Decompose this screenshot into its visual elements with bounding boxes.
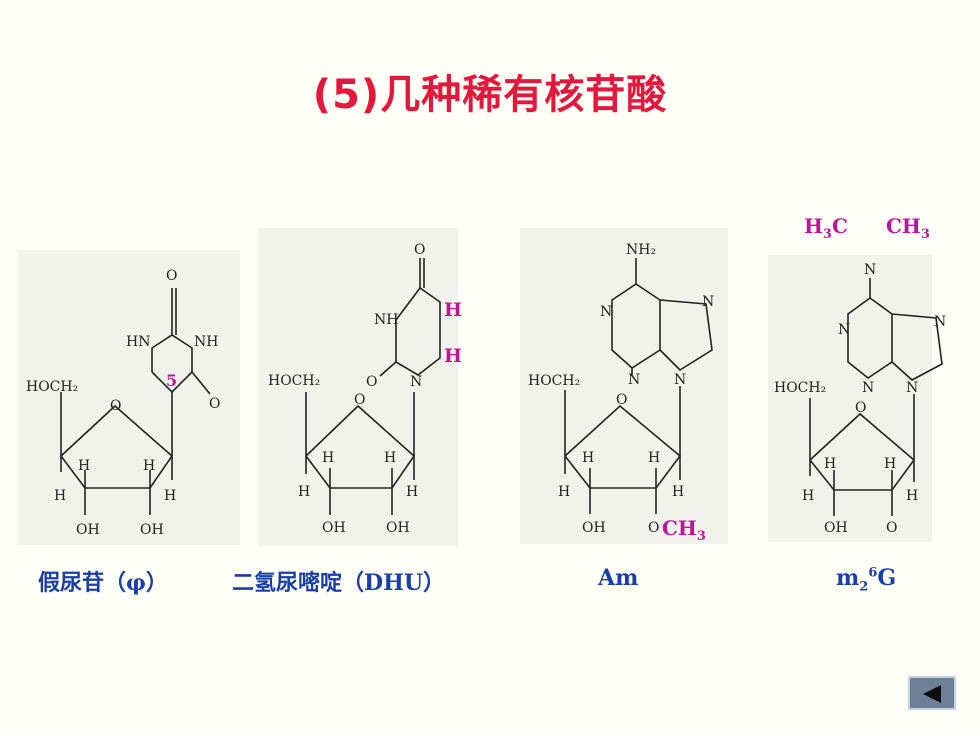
h3c-label: H3C: [804, 214, 848, 242]
svg-text:H: H: [802, 488, 814, 504]
ch3-label: CH3: [886, 214, 930, 242]
ribose-2: [305, 392, 416, 515]
ribose-1: [60, 392, 174, 515]
m26g-g: G: [877, 565, 897, 591]
structure-am: [520, 228, 728, 544]
svg-text:O: O: [354, 392, 365, 408]
svg-text:NH: NH: [194, 334, 218, 350]
svg-text:H: H: [406, 484, 418, 500]
svg-text:N: N: [628, 372, 640, 388]
svg-text:H: H: [444, 345, 462, 367]
svg-text:HOCH₂: HOCH₂: [268, 373, 320, 389]
svg-text:N: N: [410, 374, 422, 390]
svg-text:O: O: [209, 396, 220, 412]
svg-text:O: O: [886, 520, 897, 536]
svg-text:H: H: [54, 488, 66, 504]
svg-text:H: H: [164, 488, 176, 504]
label-m26g: m26G: [836, 565, 896, 594]
svg-text:NH₂: NH₂: [626, 242, 656, 258]
svg-text:N: N: [600, 304, 612, 320]
svg-text:H: H: [648, 450, 660, 466]
ribose-4: [809, 394, 916, 516]
svg-text:H: H: [143, 458, 155, 474]
svg-text:NH: NH: [374, 312, 398, 328]
svg-text:H: H: [558, 484, 570, 500]
ribose-3: [564, 386, 682, 514]
svg-text:OH: OH: [824, 520, 848, 536]
m26g-m: m: [836, 565, 860, 591]
page-title: (5)几种稀有核苷酸: [312, 72, 668, 118]
svg-text:5: 5: [166, 371, 177, 390]
svg-text:OH: OH: [322, 520, 346, 536]
m26g-sup: 6: [868, 565, 878, 581]
methoxy-text: CH3: [662, 516, 706, 544]
uracil-ring: [151, 288, 211, 400]
back-button[interactable]: [908, 676, 956, 710]
dihydrouracil-ring: [379, 258, 441, 377]
svg-text:OH: OH: [582, 520, 606, 536]
purine-ring: [847, 278, 943, 381]
svg-text:N: N: [934, 314, 946, 330]
svg-text:H: H: [444, 299, 462, 321]
svg-text:O: O: [414, 242, 425, 258]
structure-m26g: [768, 255, 932, 542]
svg-text:H: H: [884, 456, 896, 472]
adenine-ring: [611, 258, 713, 376]
svg-text:O: O: [855, 400, 866, 416]
svg-text:H: H: [906, 488, 918, 504]
svg-text:N: N: [838, 322, 850, 338]
svg-text:O: O: [648, 520, 659, 536]
svg-text:H: H: [672, 484, 684, 500]
svg-text:O: O: [166, 268, 177, 284]
svg-text:N: N: [862, 380, 874, 396]
label-dhu: 二氢尿嘧啶（DHU）: [232, 570, 446, 596]
svg-text:H: H: [582, 450, 594, 466]
svg-text:H: H: [384, 450, 396, 466]
am-methoxy-label: CH3: [662, 516, 706, 544]
triangle-left-icon: [923, 685, 941, 703]
svg-text:H: H: [824, 456, 836, 472]
m26g-sub: 2: [859, 579, 869, 595]
svg-text:H: H: [78, 458, 90, 474]
svg-text:H: H: [298, 484, 310, 500]
svg-text:N: N: [674, 372, 686, 388]
svg-text:HN: HN: [126, 334, 150, 350]
svg-text:N: N: [864, 262, 876, 278]
svg-text:OH: OH: [386, 520, 410, 536]
svg-text:OH: OH: [76, 522, 100, 538]
svg-text:H: H: [322, 450, 334, 466]
svg-text:HOCH₂: HOCH₂: [26, 379, 78, 395]
svg-text:N: N: [702, 294, 714, 310]
svg-text:O: O: [110, 398, 121, 414]
label-am: Am: [598, 565, 639, 591]
label-pseudouridine: 假尿苷（φ）: [38, 570, 168, 596]
svg-text:N: N: [906, 380, 918, 396]
svg-text:O: O: [366, 374, 377, 390]
svg-text:HOCH₂: HOCH₂: [774, 380, 826, 396]
svg-text:HOCH₂: HOCH₂: [528, 373, 580, 389]
svg-text:O: O: [616, 392, 627, 408]
structure-pseudouridine: [18, 250, 240, 545]
svg-text:OH: OH: [140, 522, 164, 538]
